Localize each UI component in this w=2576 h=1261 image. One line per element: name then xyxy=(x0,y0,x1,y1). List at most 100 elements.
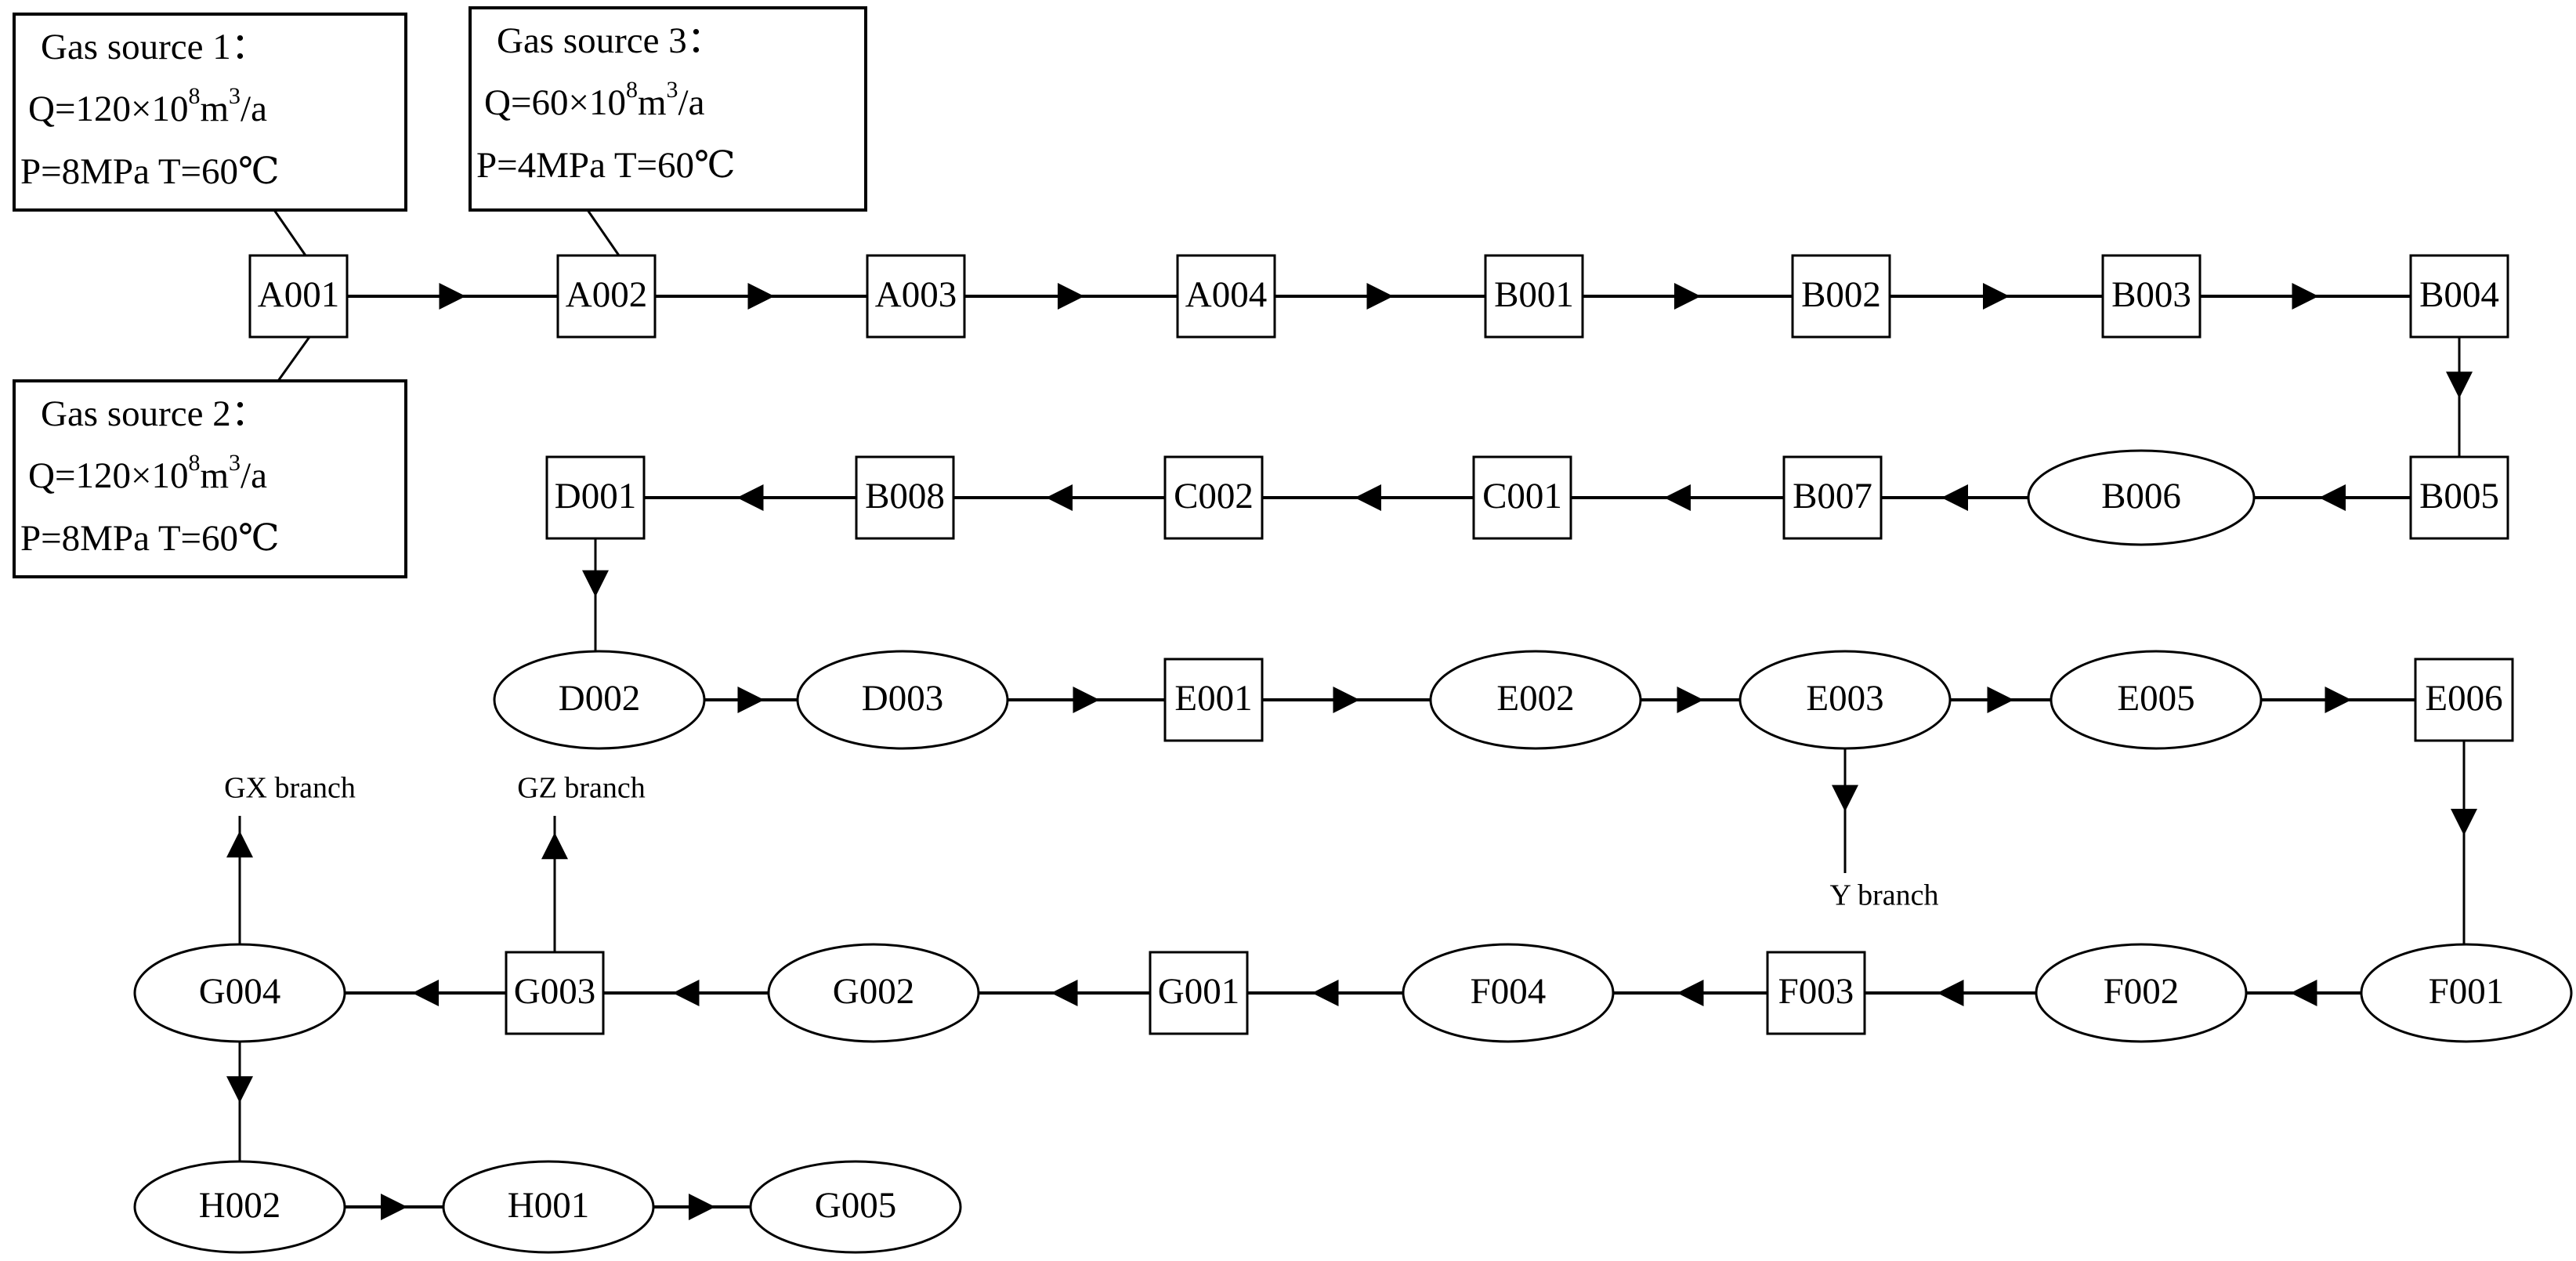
node-g002[interactable]: G002 xyxy=(767,943,980,1043)
node-a001[interactable]: A001 xyxy=(248,254,349,339)
node-b001[interactable]: B001 xyxy=(1484,254,1584,339)
arrowhead-icon xyxy=(541,832,568,860)
node-ellipse-h002 xyxy=(133,1160,346,1254)
node-b004[interactable]: B004 xyxy=(2409,254,2509,339)
node-label-e005: E005 xyxy=(2117,678,2194,719)
node-h001[interactable]: H001 xyxy=(442,1160,655,1254)
info-line-title: Gas source 2： xyxy=(41,393,268,434)
arrowhead-icon xyxy=(2446,371,2473,399)
node-e003[interactable]: E003 xyxy=(1738,650,1952,750)
node-label-f003: F003 xyxy=(1778,971,1854,1012)
node-b003[interactable]: B003 xyxy=(2101,254,2202,339)
edge-e006-to-f001 xyxy=(2451,741,2477,944)
arrowhead-icon xyxy=(1983,283,2010,310)
arrowhead-icon xyxy=(1674,283,1701,310)
arrowhead-icon xyxy=(1058,283,1084,310)
node-label-e006: E006 xyxy=(2425,678,2502,719)
edge-e003-to-e005 xyxy=(1950,687,2051,713)
node-label-e002: E002 xyxy=(1496,678,1574,719)
node-b007[interactable]: B007 xyxy=(1782,455,1883,540)
node-a002[interactable]: A002 xyxy=(556,254,657,339)
edge-h001-to-g005 xyxy=(653,1194,751,1220)
arrowhead-icon xyxy=(2325,687,2352,713)
node-f003[interactable]: F003 xyxy=(1766,951,1866,1035)
node-e001[interactable]: E001 xyxy=(1163,658,1264,742)
node-g004[interactable]: G004 xyxy=(133,943,346,1043)
arrowhead-icon xyxy=(226,831,253,858)
branch-label-gx-branch: GX branch xyxy=(224,772,356,805)
node-label-f004: F004 xyxy=(1471,971,1547,1012)
edge-g001-to-g002 xyxy=(979,980,1150,1006)
node-label-d001: D001 xyxy=(555,476,636,516)
node-b002[interactable]: B002 xyxy=(1791,254,1891,339)
arrowhead-icon xyxy=(381,1194,407,1220)
edges-layer xyxy=(226,283,2477,1220)
node-g003[interactable]: G003 xyxy=(505,951,605,1035)
node-label-a004: A004 xyxy=(1185,274,1267,315)
edge-g002-to-g003 xyxy=(603,980,769,1006)
node-label-b007: B007 xyxy=(1793,476,1872,516)
node-f001[interactable]: F001 xyxy=(2360,943,2573,1043)
node-rect-b007 xyxy=(1782,455,1883,540)
node-ellipse-e005 xyxy=(2050,650,2263,750)
node-rect-a004 xyxy=(1176,254,1276,339)
node-d001[interactable]: D001 xyxy=(545,455,646,540)
edge-f004-to-g001 xyxy=(1247,980,1403,1006)
edge-b004-to-b005 xyxy=(2446,337,2473,457)
leader-gas-source-1-to-a001 xyxy=(273,209,307,256)
node-f002[interactable]: F002 xyxy=(2035,943,2248,1043)
node-ellipse-f004 xyxy=(1402,943,1615,1043)
node-rect-b004 xyxy=(2409,254,2509,339)
node-e005[interactable]: E005 xyxy=(2050,650,2263,750)
node-label-g003: G003 xyxy=(514,971,595,1012)
info-line-flow: Q=120×108m3/a xyxy=(28,83,267,129)
leader-lines-layer xyxy=(273,209,620,382)
node-a004[interactable]: A004 xyxy=(1176,254,1276,339)
node-b006[interactable]: B006 xyxy=(2027,449,2256,546)
node-c001[interactable]: C001 xyxy=(1472,455,1572,540)
node-d002[interactable]: D002 xyxy=(493,650,706,750)
node-f004[interactable]: F004 xyxy=(1402,943,1615,1043)
node-g005[interactable]: G005 xyxy=(749,1160,962,1254)
branch-label-gz-branch: GZ branch xyxy=(517,772,646,805)
arrowhead-icon xyxy=(2319,484,2346,511)
arrowhead-icon xyxy=(439,283,466,310)
info-line-flow: Q=60×108m3/a xyxy=(484,77,705,123)
node-b005[interactable]: B005 xyxy=(2409,455,2509,540)
edge-d001-to-d002 xyxy=(582,538,609,651)
node-ellipse-g004 xyxy=(133,943,346,1043)
info-line-flow: Q=120×108m3/a xyxy=(28,450,267,496)
node-rect-c001 xyxy=(1472,455,1572,540)
node-a003[interactable]: A003 xyxy=(866,254,966,339)
node-rect-b003 xyxy=(2101,254,2202,339)
edge-f003-to-f004 xyxy=(1613,980,1767,1006)
arrowhead-icon xyxy=(1333,687,1360,713)
edge-b007-to-c001 xyxy=(1571,484,1784,511)
edge-e002-to-e003 xyxy=(1641,687,1740,713)
node-label-b003: B003 xyxy=(2111,274,2191,315)
node-e002[interactable]: E002 xyxy=(1429,650,1642,750)
edge-d002-to-d003 xyxy=(704,687,798,713)
arrowhead-icon xyxy=(672,980,700,1006)
node-c002[interactable]: C002 xyxy=(1163,455,1264,540)
node-b008[interactable]: B008 xyxy=(855,455,955,540)
arrowhead-icon xyxy=(412,980,439,1006)
node-h002[interactable]: H002 xyxy=(133,1160,346,1254)
node-e006[interactable]: E006 xyxy=(2414,658,2514,742)
node-label-a001: A001 xyxy=(258,274,339,315)
arrowhead-icon xyxy=(2290,980,2317,1006)
node-label-c001: C001 xyxy=(1482,476,1562,516)
node-g001[interactable]: G001 xyxy=(1149,951,1249,1035)
node-d003[interactable]: D003 xyxy=(796,650,1009,750)
node-label-b004: B004 xyxy=(2419,274,2499,315)
edge-a003-to-a004 xyxy=(964,283,1178,310)
arrowhead-icon xyxy=(1355,484,1381,511)
node-label-h001: H001 xyxy=(508,1185,589,1226)
edge-g003-to-gz-branch xyxy=(541,816,568,952)
node-rect-a001 xyxy=(248,254,349,339)
node-label-g002: G002 xyxy=(833,971,914,1012)
arrowhead-icon xyxy=(1937,980,1964,1006)
